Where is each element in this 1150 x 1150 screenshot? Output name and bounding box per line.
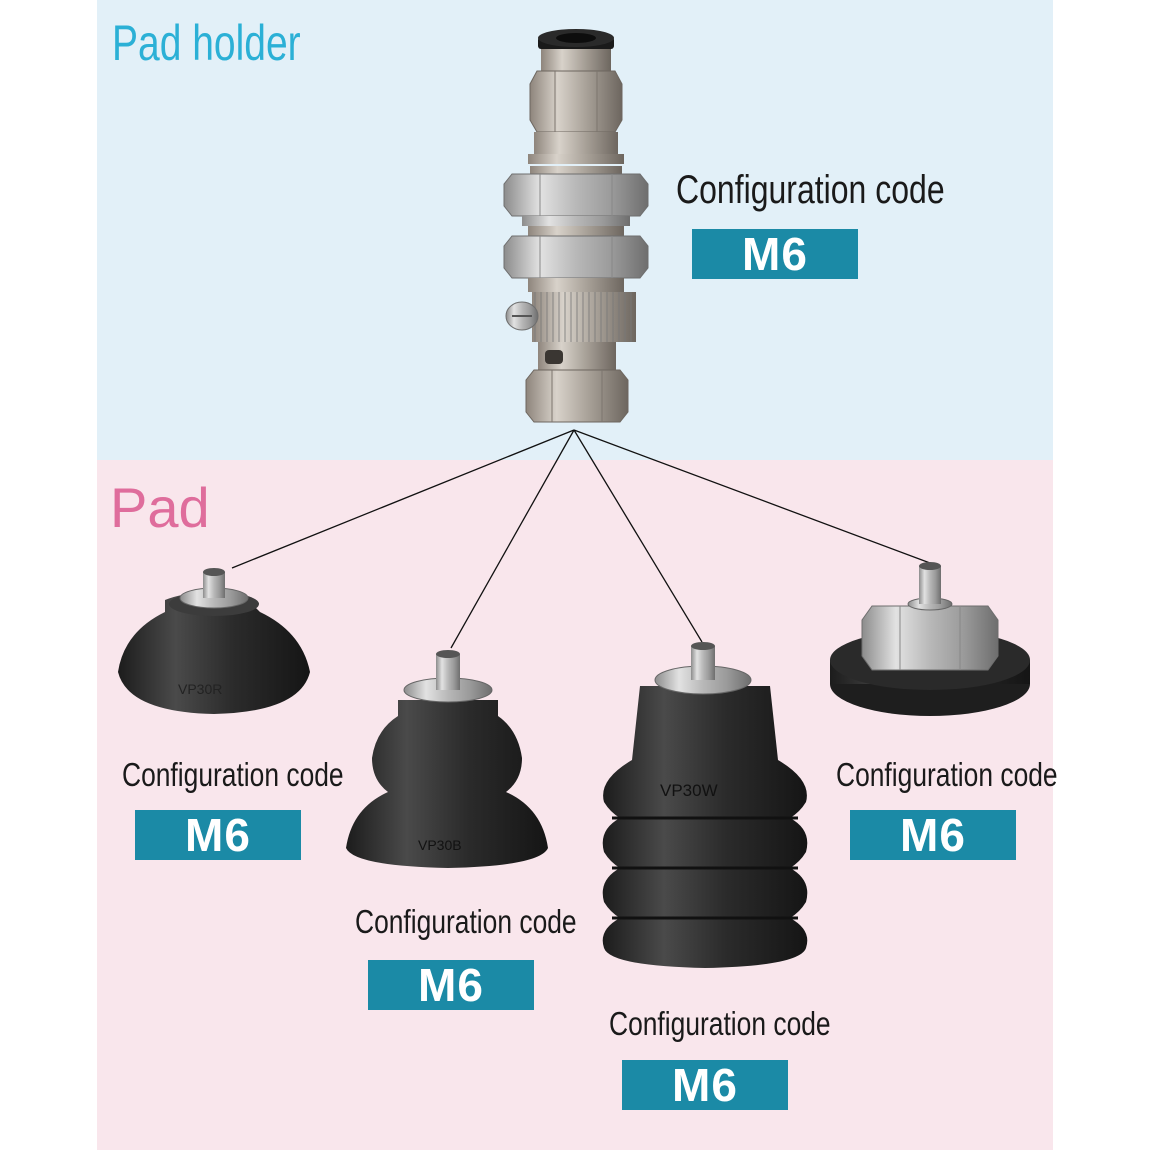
connector-line-pad-2 xyxy=(450,429,575,649)
pad-4-configuration-label: Configuration code xyxy=(836,756,1058,793)
pad-2-image: VP30B xyxy=(346,650,548,868)
pad-3-configuration-code: M6 xyxy=(622,1060,788,1110)
connector-line-pad-4 xyxy=(573,429,931,564)
pad-1-configuration-label: Configuration code xyxy=(122,756,344,793)
pad-holder-image xyxy=(503,29,649,423)
pad-2-marking: VP30B xyxy=(418,837,462,853)
pad-1-configuration-code: M6 xyxy=(135,810,301,860)
pad-3-configuration-label: Configuration code xyxy=(609,1005,831,1042)
pad-4-configuration-code: M6 xyxy=(850,810,1016,860)
pad-panel xyxy=(97,460,1053,1150)
pad-4-image xyxy=(830,562,1030,716)
connector-line-pad-3 xyxy=(573,429,703,643)
pad-3-image: VP30W xyxy=(602,642,808,968)
pad-3-marking: VP30W xyxy=(660,781,718,800)
pad-2-configuration-code: M6 xyxy=(368,960,534,1010)
holder-configuration-code: M6 xyxy=(692,229,858,279)
holder-configuration-label: Configuration code xyxy=(676,168,945,212)
connector-line-pad-1 xyxy=(231,429,575,569)
pad-holder-title: Pad holder xyxy=(112,15,301,71)
pad-1-image: VP30R xyxy=(118,568,310,714)
pad-2-configuration-label: Configuration code xyxy=(355,903,577,940)
pad-1-marking: VP30R xyxy=(178,681,222,697)
connector-lines xyxy=(231,429,931,649)
pad-section-title: Pad xyxy=(110,476,210,539)
